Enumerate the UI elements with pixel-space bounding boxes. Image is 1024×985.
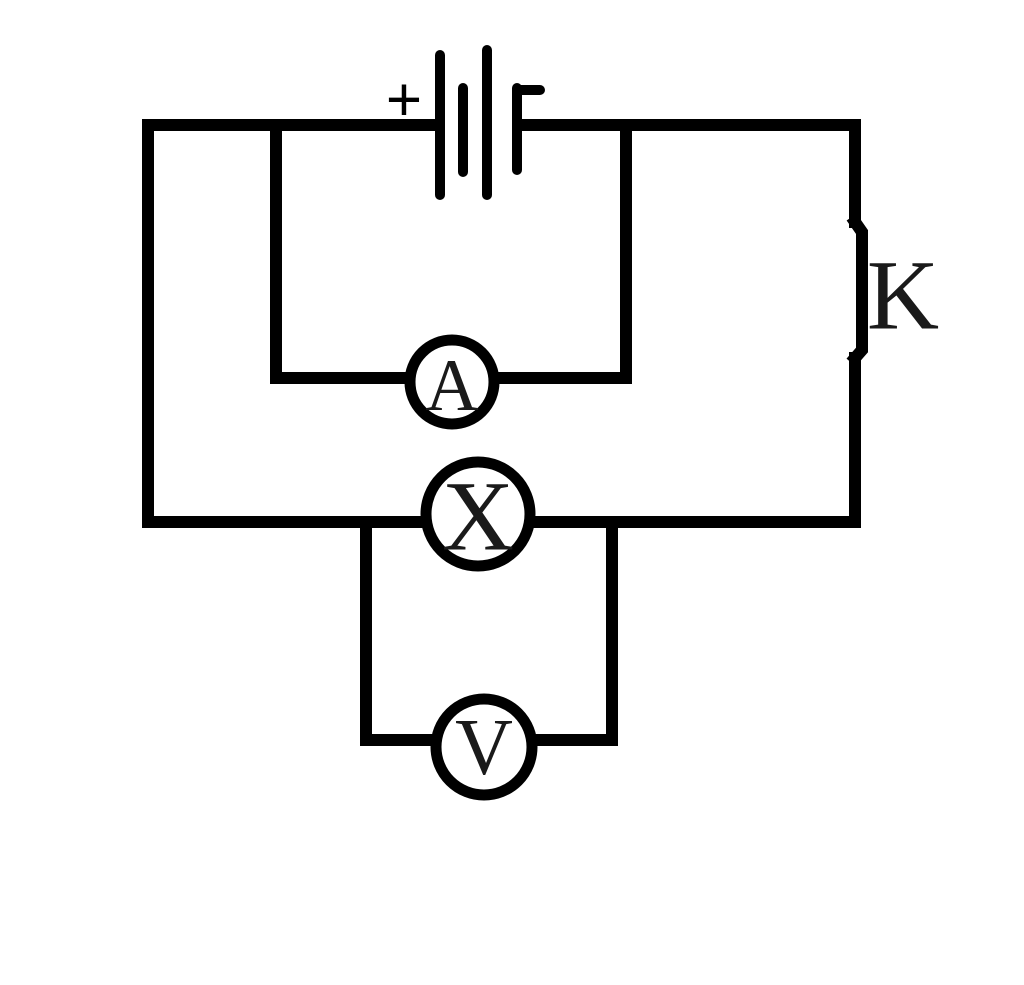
battery-positive-sign: +: [386, 66, 422, 135]
wire-voltmeter-right: [526, 516, 618, 746]
wire-top-left: [142, 119, 442, 528]
wire-ammeter-right: [489, 119, 632, 384]
switch-k: K: [846, 213, 939, 367]
voltmeter: V: [430, 693, 538, 801]
switch-contact: [846, 213, 868, 367]
ammeter-label: A: [425, 345, 478, 427]
voltmeter-branch: [360, 516, 618, 746]
wire-right-lower: [526, 352, 861, 528]
switch-label: K: [867, 240, 939, 351]
ammeter-branch: [270, 119, 632, 384]
ammeter: A: [404, 334, 500, 430]
ammeter-circle: [404, 334, 500, 430]
voltmeter-circle: [430, 693, 538, 801]
wire-top-right: [514, 119, 861, 228]
battery: +: [386, 45, 545, 200]
lamp-circle: [420, 456, 536, 572]
wire-ammeter-left: [270, 119, 414, 384]
wire-voltmeter-left: [360, 516, 443, 746]
lamp: X: [420, 456, 536, 572]
lamp-label: X: [442, 461, 514, 572]
voltmeter-label: V: [455, 704, 513, 792]
